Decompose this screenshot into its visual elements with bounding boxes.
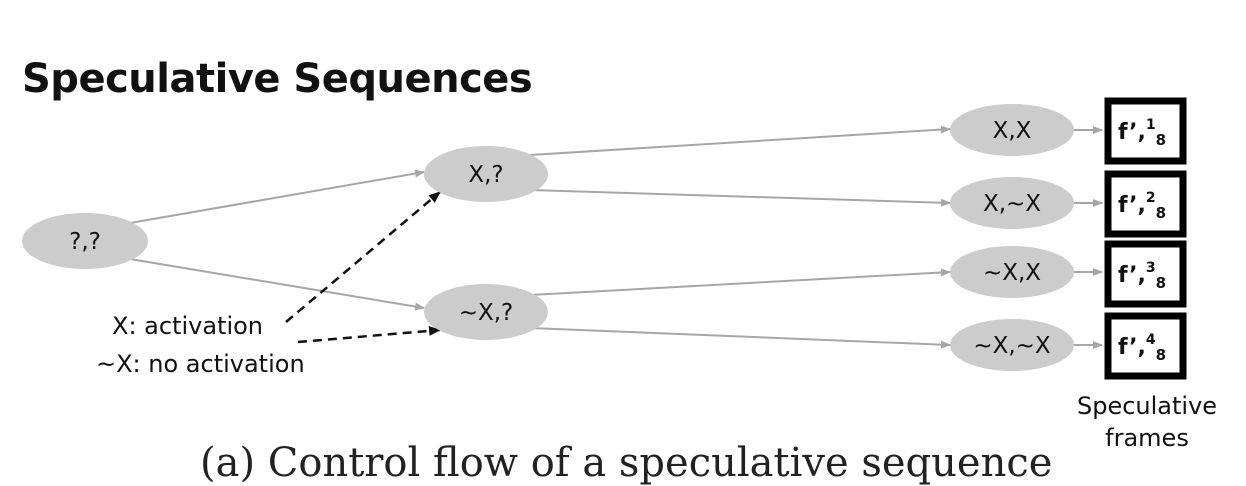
edges <box>129 125 1103 349</box>
node-x-unknown: X,? <box>424 146 548 202</box>
frame-1-sub: 8 <box>1156 131 1166 149</box>
edge-root-to-notx <box>129 258 425 311</box>
edge-notx-to-notxnotx <box>529 327 951 349</box>
svg-text:f’,38: f’,38 <box>1118 260 1166 292</box>
speculative-frames-caption-line2: frames <box>1105 424 1189 452</box>
speculative-sequence-diagram: ?,? X,? ~X,? X,X X,~X ~X,X ~X,~X f’,18 f… <box>22 97 1187 380</box>
dashed-arrow-to-x <box>285 191 441 323</box>
figure-caption-cutoff: (a) Control flow of a speculative sequen… <box>200 440 1053 486</box>
node-x-x: X,X <box>950 104 1074 156</box>
diagram-title: Speculative Sequences <box>22 56 533 102</box>
frame-1-base: f’, <box>1118 120 1146 145</box>
dashed-arrow-to-notx <box>297 325 441 344</box>
frame-2-sup: 2 <box>1146 190 1156 206</box>
frame-1-sup: 1 <box>1146 117 1156 133</box>
node-x-notx: X,~X <box>950 177 1074 229</box>
edge-root-to-x <box>129 169 425 224</box>
frame-2-sub: 8 <box>1156 204 1166 222</box>
node-notx-notx-label: ~X,~X <box>973 333 1051 359</box>
legend-arrows <box>285 191 441 344</box>
frame-3-sub: 8 <box>1156 274 1166 292</box>
speculative-frames-caption-line1: Speculative <box>1076 392 1218 420</box>
svg-text:f’,48: f’,48 <box>1118 332 1166 364</box>
node-root: ?,? <box>22 213 148 269</box>
node-notx-notx: ~X,~X <box>950 319 1074 371</box>
edge-x-to-xx <box>529 125 951 156</box>
node-notx-x-label: ~X,X <box>983 260 1041 286</box>
speculative-frames-caption: Speculative frames <box>1062 390 1232 454</box>
legend-no-activation: ~X: no activation <box>96 350 305 378</box>
node-x-x-label: X,X <box>993 118 1032 144</box>
frame-4: f’,48 <box>1104 312 1187 380</box>
svg-text:f’,18: f’,18 <box>1118 117 1166 149</box>
node-notx-unknown: ~X,? <box>424 284 548 340</box>
frame-3-base: f’, <box>1118 263 1146 288</box>
edge-notx-to-notxx <box>529 268 951 296</box>
frame-4-sub: 8 <box>1156 346 1166 364</box>
frame-3: f’,38 <box>1104 240 1187 308</box>
frame-4-sup: 4 <box>1146 332 1156 348</box>
node-root-label: ?,? <box>69 229 101 255</box>
svg-text:f’,28: f’,28 <box>1118 190 1166 222</box>
frame-2: f’,28 <box>1104 170 1187 238</box>
frame-3-sup: 3 <box>1146 260 1156 276</box>
node-x-unknown-label: X,? <box>468 162 503 188</box>
edge-x-to-xnotx <box>529 189 951 207</box>
node-notx-x: ~X,X <box>950 246 1074 298</box>
frame-1: f’,18 <box>1104 97 1187 165</box>
node-x-notx-label: X,~X <box>983 191 1041 217</box>
node-notx-unknown-label: ~X,? <box>459 300 514 326</box>
legend-activation: X: activation <box>112 312 264 340</box>
frame-4-base: f’, <box>1118 335 1146 360</box>
frame-2-base: f’, <box>1118 193 1146 218</box>
